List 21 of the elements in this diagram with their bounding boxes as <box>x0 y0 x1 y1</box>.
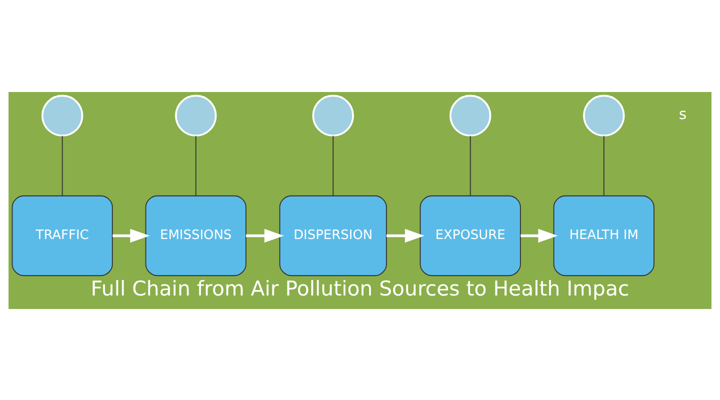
connector <box>603 134 604 196</box>
connector <box>195 134 196 196</box>
node-circle <box>41 94 84 136</box>
node-box: HEALTH IM <box>553 194 654 276</box>
connector <box>470 134 471 196</box>
node-box: EMISSIONS <box>145 194 246 276</box>
node-box: EXPOSURE <box>420 194 521 276</box>
node-box: TRAFFIC <box>12 194 113 276</box>
arrow <box>112 228 150 242</box>
arrow <box>520 228 558 242</box>
node-box: DISPERSION <box>279 194 387 276</box>
label: s <box>678 106 687 123</box>
arrow <box>246 228 284 242</box>
connector <box>62 134 63 196</box>
node-circle <box>312 94 354 136</box>
arrow <box>386 228 424 242</box>
node-circle <box>583 94 625 136</box>
diagram-title: Full Chain from Air Pollution Sources to Health Impac <box>90 276 630 300</box>
node-circle <box>175 94 217 136</box>
connector <box>332 134 334 196</box>
node-circle <box>449 94 492 136</box>
